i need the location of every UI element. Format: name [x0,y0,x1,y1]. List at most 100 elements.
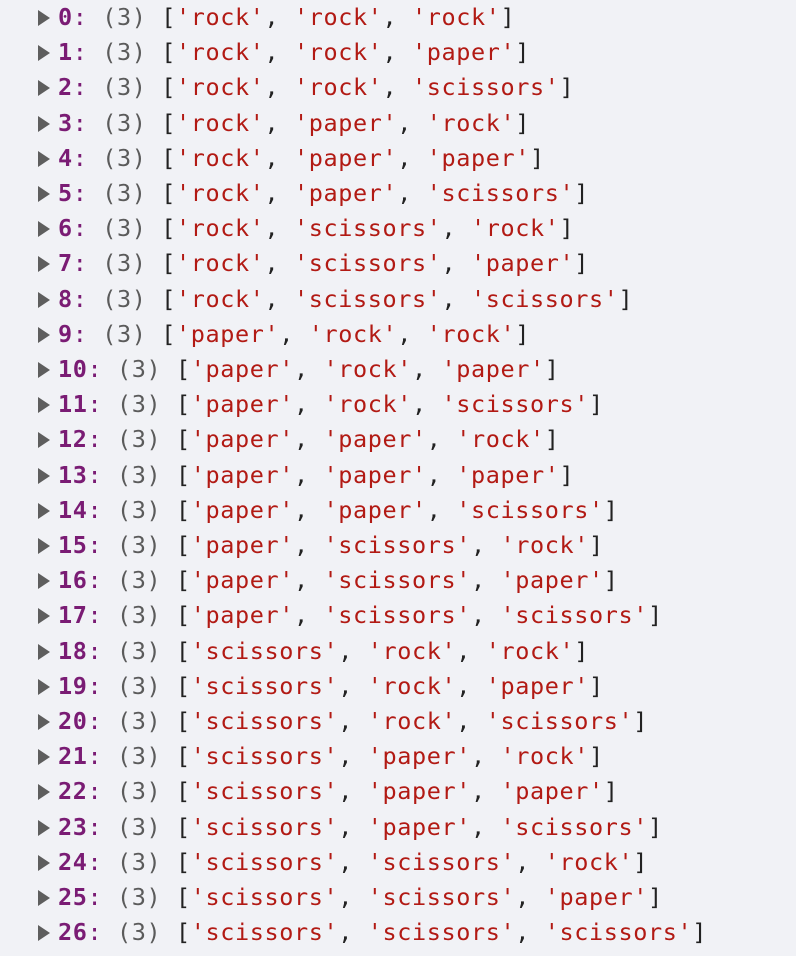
expand-triangle-icon[interactable] [38,573,50,590]
item-separator: , [456,707,486,735]
close-bracket: ] [633,707,648,735]
array-length: (3) [117,742,162,771]
array-item-string: scissors [338,566,457,595]
array-item-string: paper [190,319,265,348]
expand-triangle-icon[interactable] [38,678,50,695]
quote: ' [500,38,516,67]
array-index: 16 [58,566,88,595]
array-item-string: paper [441,143,516,172]
quote: ' [618,847,634,876]
expand-triangle-icon[interactable] [38,890,50,906]
item-separator: , [294,495,324,524]
quote: ' [367,883,383,911]
array-entry-content: 26: (3) ['scissors', 'scissors', 'scisso… [58,915,707,950]
item-separator: , [338,812,368,841]
expand-triangle-icon[interactable] [38,502,50,519]
quote: ' [190,495,206,524]
close-bracket: ] [544,425,560,454]
expand-triangle-icon[interactable] [38,115,50,132]
spacer [161,425,176,453]
expand-triangle-icon[interactable] [38,256,50,273]
expand-triangle-icon[interactable] [38,45,50,62]
quote: ' [308,319,324,348]
spacer [147,109,162,137]
quote: ' [397,390,412,419]
quote: ' [530,425,545,454]
quote: ' [190,355,206,383]
open-bracket: [ [176,883,191,911]
quote: ' [294,38,309,67]
quote: ' [190,883,206,911]
spacer [161,813,176,841]
expand-triangle-icon[interactable] [38,643,50,660]
expand-triangle-icon[interactable] [38,925,50,942]
array-entry-content: 19: (3) ['scissors', 'rock', 'paper'] [58,669,604,704]
expand-triangle-icon[interactable] [38,221,50,238]
array-length: (3) [117,671,162,700]
quote: ' [426,179,442,207]
quote: ' [456,425,471,454]
array-item-string: scissors [205,671,324,700]
array-item-string: rock [190,214,250,243]
quote: ' [500,531,516,559]
array-length: (3) [102,179,147,207]
expand-triangle-icon[interactable] [38,186,50,202]
item-separator: , [264,179,294,207]
expand-triangle-icon[interactable] [38,854,50,871]
quote: ' [176,319,191,348]
close-bracket: ] [559,73,575,102]
expand-triangle-icon[interactable] [38,326,50,343]
array-item-string: scissors [471,495,589,524]
array-entry-content: 11: (3) ['paper', 'rock', 'scissors'] [58,387,604,422]
open-bracket: [ [161,284,176,313]
array-item-string: rock [308,38,368,67]
expand-triangle-icon[interactable] [38,608,50,625]
array-item-string: rock [338,355,398,383]
open-bracket: [ [161,143,176,172]
array-length: (3) [117,707,162,735]
expand-triangle-icon[interactable] [38,80,50,97]
quote: ' [618,707,634,735]
expand-triangle-icon[interactable] [38,397,50,414]
quote: ' [544,214,560,243]
item-separator: , [264,108,294,137]
array-index: 26 [58,918,88,947]
item-separator: , [382,3,412,31]
expand-triangle-icon[interactable] [38,467,50,484]
expand-triangle-icon[interactable] [38,714,50,730]
spacer [161,461,176,489]
quote: ' [456,566,471,595]
expand-triangle-icon[interactable] [38,749,50,766]
quote: ' [426,214,442,243]
expand-triangle-icon[interactable] [38,362,50,378]
array-index: 21 [58,742,88,771]
quote: ' [279,425,294,454]
expand-triangle-icon[interactable] [38,432,50,449]
array-item-string: rock [515,742,575,771]
quote: ' [574,390,589,419]
quote: ' [190,531,206,559]
spacer [147,73,162,101]
expand-triangle-icon[interactable] [38,538,50,554]
open-bracket: [ [161,38,176,67]
expand-triangle-icon[interactable] [38,10,50,26]
quote: ' [485,636,501,665]
expand-triangle-icon[interactable] [38,819,50,836]
quote: ' [589,495,604,524]
array-item-string: rock [382,636,442,665]
open-bracket: [ [176,707,191,735]
quote: ' [441,636,457,665]
array-length: (3) [117,777,162,806]
array-item-string: paper [308,143,383,172]
array-entry-content: 10: (3) ['paper', 'rock', 'paper'] [58,352,560,387]
expand-triangle-icon[interactable] [38,150,50,167]
item-separator: , [294,355,324,383]
quote: ' [633,601,648,630]
array-item-string: scissors [338,601,457,630]
quote: ' [544,460,560,489]
expand-triangle-icon[interactable] [38,291,50,308]
array-entry-content: 3: (3) ['rock', 'paper', 'rock'] [58,106,530,141]
expand-triangle-icon[interactable] [38,784,50,801]
quote: ' [412,425,427,454]
quote: ' [323,847,339,876]
